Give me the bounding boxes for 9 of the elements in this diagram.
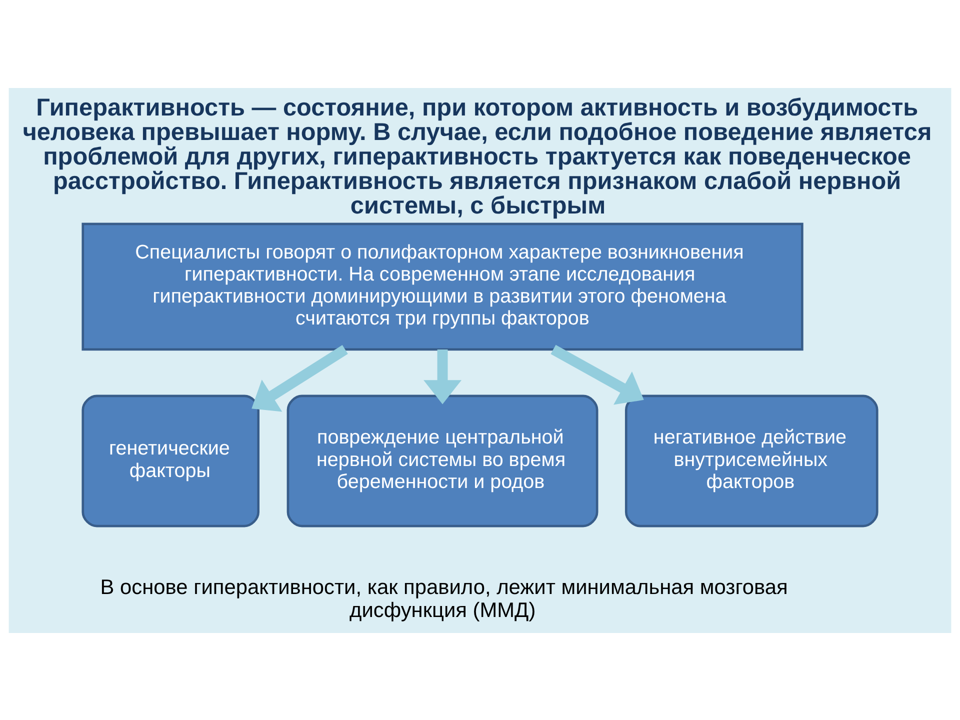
diagram-title: Гиперактивность — состояние, при котором активность и возбудимость человека превышает норму. В случае, если подобное поведение является проблемой для других, гиперактивность трактуется как поведенческое расстройство. Гиперактивность является признаком слабой нервной системы, с быстрым xyxy=(22,94,932,219)
arrow xyxy=(550,344,644,404)
node-box: Специалисты говорят о полифакторном характере возникновения гиперактивности. На современном этапе исследования гиперактивности доминирующими в развитии этого феномена считаются три группы факторов xyxy=(82,222,804,350)
arrow xyxy=(424,348,462,404)
node-box: повреждение центральной нервной системы во время беременности и родов xyxy=(286,394,598,527)
node-box: негативное действие внутрисемейных факторов xyxy=(624,394,878,527)
arrow xyxy=(252,344,348,412)
node-box: генетические факторы xyxy=(82,394,260,527)
caption: В основе гиперактивности, как правило, лежит минимальная мозговая дисфункция (ММД) xyxy=(100,575,788,622)
